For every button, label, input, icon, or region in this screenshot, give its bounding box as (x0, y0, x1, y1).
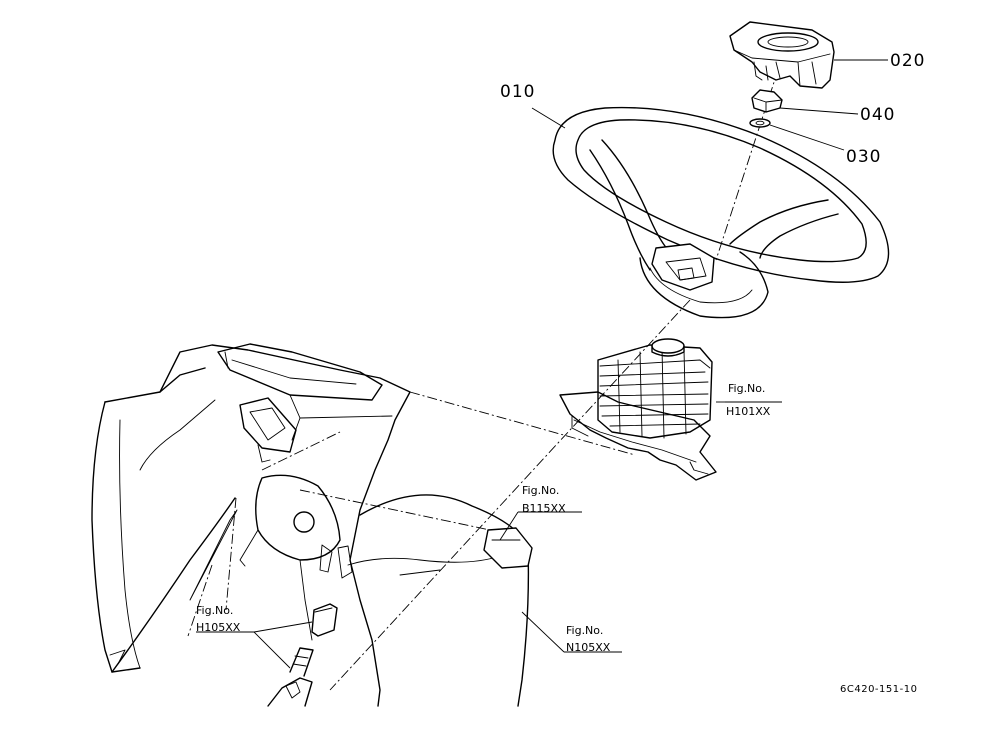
part-label-040: 040 (860, 105, 895, 125)
center-cap (729, 21, 835, 89)
ref-h101-code: H101XX (726, 405, 771, 418)
projection-lines (187, 391, 636, 637)
part-label-030: 030 (846, 147, 881, 167)
assembly-axis (329, 69, 779, 691)
part-label-020: 020 (890, 51, 925, 71)
ref-n105-label: Fig.No. (566, 624, 603, 637)
drawing-code: 6C420-151-10 (840, 684, 917, 695)
ref-h105-label: Fig.No. (196, 604, 233, 617)
ref-n105-code: N105XX (566, 641, 611, 654)
ref-h101-label: Fig.No. (728, 382, 765, 395)
leader-lines (196, 59, 888, 669)
ref-h105-code: H105XX (196, 621, 241, 634)
steering-column-boot (559, 338, 717, 481)
ref-fig-n105: Fig.No. N105XX (566, 624, 611, 654)
steering-wheel (552, 106, 890, 319)
ref-fig-b115: Fig.No. B115XX (522, 484, 566, 515)
dash-panel-hood (91, 343, 533, 707)
washer (749, 118, 771, 128)
steering-nut (751, 89, 783, 113)
ref-b115-label: Fig.No. (522, 484, 559, 497)
ref-fig-h105: Fig.No. H105XX (196, 604, 241, 634)
ref-fig-h101: Fig.No. H101XX (726, 382, 771, 418)
steering-column-shaft (267, 603, 338, 707)
ref-b115-code: B115XX (522, 502, 566, 515)
part-label-010: 010 (500, 82, 535, 102)
